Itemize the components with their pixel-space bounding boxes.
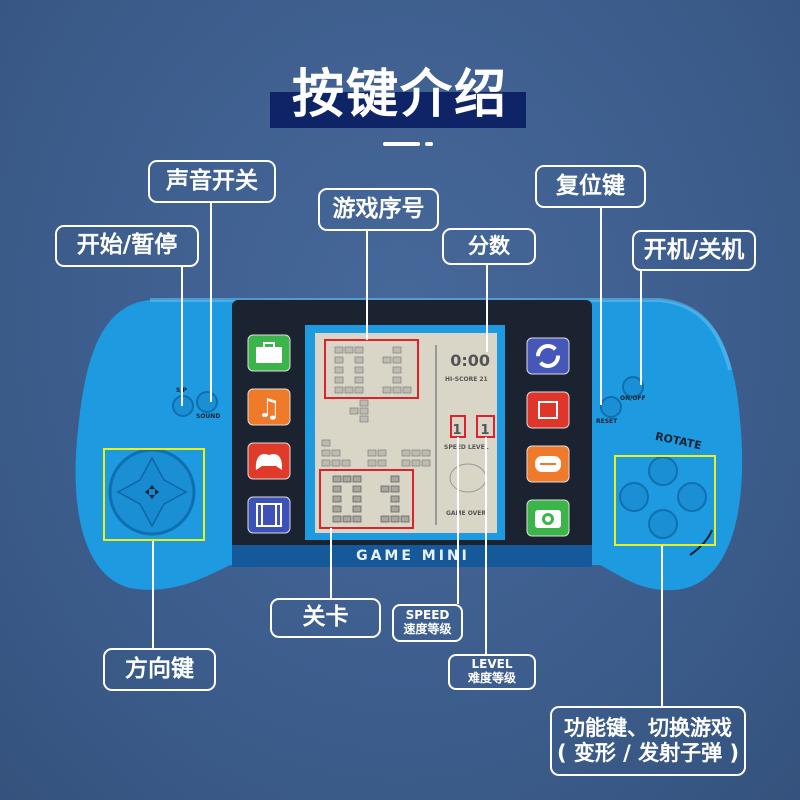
left-icons: ♫	[247, 334, 291, 534]
label-level: LEVEL 难度等级	[448, 654, 536, 690]
label-start-pause: 开始/暂停	[55, 225, 199, 267]
label-sound: 声音开关	[148, 160, 276, 203]
divider	[383, 142, 420, 146]
sound-label: SOUND	[196, 413, 220, 420]
label-direction: 方向键	[103, 648, 216, 691]
start-pause-button	[172, 395, 194, 417]
game-number-marker	[324, 339, 419, 399]
reset-label: RESET	[596, 418, 618, 425]
action-button-right	[677, 482, 707, 512]
label-level-en: LEVEL	[471, 657, 513, 672]
connector-line	[330, 528, 332, 598]
brand-text: GAME MINI	[356, 548, 470, 564]
right-icons	[526, 337, 570, 537]
stage-marker	[319, 469, 414, 529]
label-reset: 复位键	[535, 165, 646, 208]
page-title: 按键介绍	[291, 65, 508, 125]
label-power: 开机/关机	[632, 230, 756, 271]
dpad-highlight	[103, 448, 205, 541]
connector-line	[152, 541, 154, 649]
film-icon	[247, 496, 291, 534]
label-speed: SPEED 速度等级	[392, 604, 463, 642]
lcd-speed-label: SPEED	[444, 444, 466, 451]
onoff-button	[622, 376, 644, 398]
connector-line	[457, 437, 459, 604]
connector-line	[486, 264, 488, 352]
action-button-bottom	[648, 509, 678, 539]
connector-line	[366, 230, 368, 340]
rotate-arrow-icon	[689, 529, 713, 556]
music-note-icon	[247, 388, 291, 426]
action-buttons-highlight	[614, 455, 716, 546]
label-speed-en: SPEED	[405, 608, 450, 623]
label-stage: 关卡	[270, 598, 381, 638]
reset-button	[600, 396, 622, 418]
label-level-cn: 难度等级	[467, 671, 516, 685]
sound-button	[196, 391, 218, 413]
action-button-left	[619, 482, 649, 512]
connector-line	[485, 437, 487, 654]
svg-text:♫: ♫	[257, 394, 280, 424]
title-underline-bar	[270, 92, 526, 128]
connector-line	[600, 207, 602, 405]
connector-line	[661, 546, 663, 706]
action-button-top	[648, 456, 678, 486]
label-speed-cn: 速度等级	[403, 622, 452, 636]
divider-dot	[425, 142, 433, 146]
lcd-level-label: LEVEL	[468, 444, 489, 451]
lcd-hi-score: HI-SCORE 21	[445, 376, 488, 383]
label-function-keys: 功能键、切换游戏 ( 变形 / 发射子弹 )	[550, 706, 746, 776]
lcd-speed-value: 1	[452, 423, 461, 438]
lcd-blocks	[321, 346, 431, 467]
refresh-icon	[526, 337, 570, 375]
chip-icon	[526, 391, 570, 429]
lcd-screen	[315, 333, 497, 533]
label-game-number: 游戏序号	[318, 188, 439, 231]
onoff-label: ON/OFF	[620, 395, 646, 402]
lcd-level-value: 1	[480, 423, 489, 438]
dpad-arrows-icon	[145, 485, 159, 499]
label-function-line2: ( 变形 / 发射子弹 )	[556, 741, 740, 765]
lcd-game-over: GAME OVER	[446, 510, 486, 517]
connector-line	[181, 266, 183, 406]
lcd-score: 0:00	[450, 351, 490, 370]
connector-line	[210, 202, 212, 402]
action-buttons	[619, 456, 707, 539]
connector-line	[640, 270, 642, 385]
label-function-line1: 功能键、切换游戏	[564, 715, 732, 740]
label-score: 分数	[442, 228, 536, 265]
